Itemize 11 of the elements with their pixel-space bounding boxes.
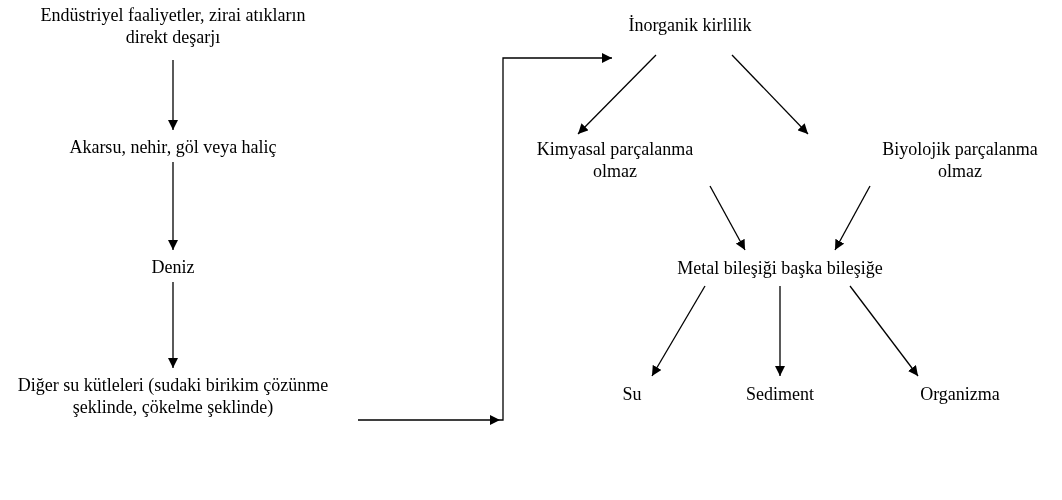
node-text: Metal bileşiği başka bileşiğe bbox=[677, 257, 883, 279]
node-text: Organizma bbox=[920, 383, 1000, 405]
node-text: Akarsu, nehir, göl veya haliç bbox=[69, 136, 277, 158]
node-text: Sediment bbox=[746, 383, 814, 405]
node-text: Diğer su kütleleri (sudaki birikim çözünme şeklinde, çökelme şeklinde) bbox=[16, 374, 330, 418]
node-text: Deniz bbox=[151, 256, 195, 278]
node-text: Su bbox=[622, 383, 642, 405]
node-text: Biyolojik parçalanma olmaz bbox=[881, 138, 1039, 182]
node-text: İnorganik kirlilik bbox=[628, 14, 752, 36]
node-text: Kimyasal parçalanma olmaz bbox=[535, 138, 695, 182]
node-text: Endüstriyel faaliyetler, zirai atıkların direkt deşarjı bbox=[39, 4, 307, 48]
